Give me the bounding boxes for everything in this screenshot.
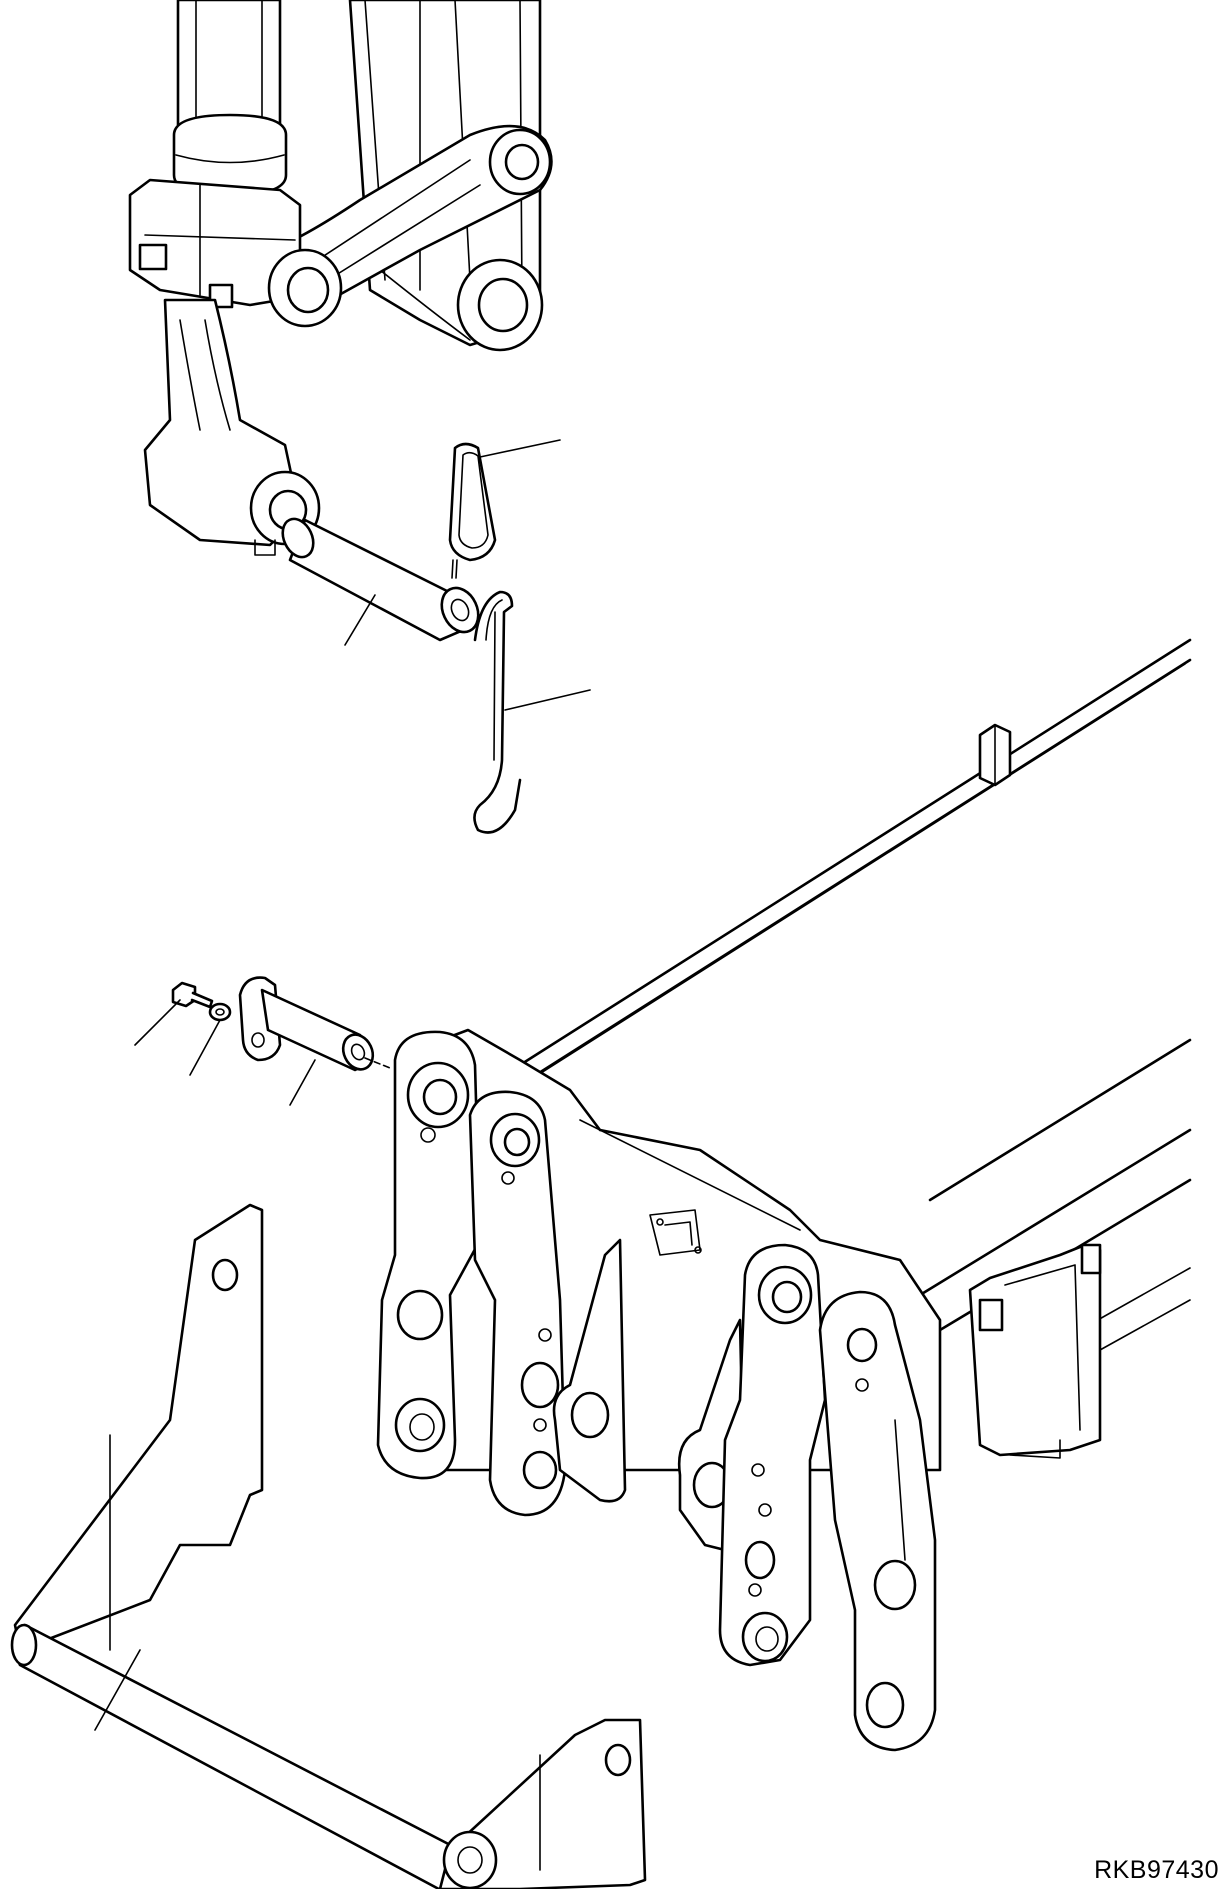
boom-frame bbox=[378, 640, 1190, 1750]
leader-coupler bbox=[95, 1650, 140, 1730]
retaining-hook-rod bbox=[474, 592, 520, 833]
drawing-code: RKB97430 bbox=[1094, 1856, 1219, 1884]
leader-link-pin bbox=[345, 595, 375, 645]
washer bbox=[210, 1004, 230, 1020]
leader-bolt bbox=[135, 1000, 180, 1045]
lock-pin-clip bbox=[450, 444, 495, 578]
quick-coupler-bracket bbox=[12, 1205, 645, 1889]
leader-clip bbox=[480, 440, 560, 457]
flange-pin bbox=[240, 978, 378, 1075]
bolt bbox=[173, 983, 212, 1007]
leader-washer bbox=[190, 1020, 220, 1075]
lift-cylinder-linkage bbox=[130, 0, 551, 555]
leader-hook-rod bbox=[505, 690, 590, 710]
leader-lines bbox=[95, 440, 590, 1730]
leader-flange-pin bbox=[290, 1060, 315, 1105]
link-pin bbox=[277, 514, 485, 640]
